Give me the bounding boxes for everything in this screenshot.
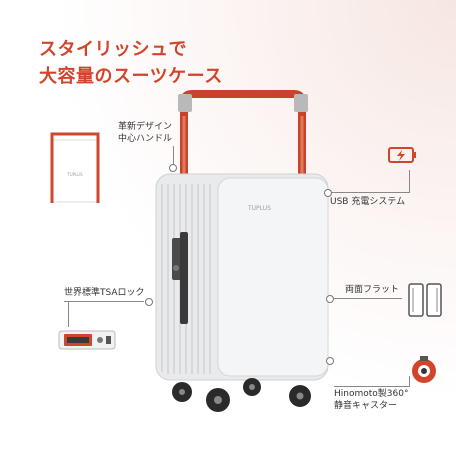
handle-feature-label: 革新デザイン 中心ハンドル <box>110 121 172 145</box>
handle-leader-dot <box>169 164 177 172</box>
battery-charging-icon <box>388 147 416 163</box>
flat-leader-line <box>334 298 402 299</box>
caster-leader-line <box>334 386 410 387</box>
usb-leader-vertical <box>409 170 410 192</box>
headline: スタイリッシュで 大容量のスーツケース <box>39 36 223 90</box>
headline-line-2: 大容量のスーツケース <box>39 66 223 87</box>
tsa-lock-icon <box>58 330 116 350</box>
caster-feature-label: Hinomoto製360° 静音キャスター <box>334 388 408 412</box>
usb-leader-line <box>330 192 410 193</box>
brand-logo: TUPLUS <box>247 205 271 212</box>
handle-feature-line-2: 中心ハンドル <box>117 134 172 144</box>
flat-leader-dot <box>326 295 334 303</box>
tsa-leader-vertical <box>68 301 69 327</box>
usb-feature-label: USB 充電システム <box>330 197 406 207</box>
caster-leader-vertical <box>409 376 410 386</box>
flat-feature-label: 両面フラット <box>345 285 400 295</box>
caster-wheel-icon <box>412 356 436 383</box>
handle-feature-line-1: 革新デザイン <box>117 122 172 132</box>
handle-diagram-icon: TUPLUS <box>50 132 100 203</box>
caster-feature-line-1: Hinomoto製360° <box>334 389 409 399</box>
tsa-leader-line <box>64 301 144 302</box>
svg-text:TUPLUS: TUPLUS <box>66 172 83 177</box>
headline-line-1: スタイリッシュで <box>39 39 187 60</box>
flat-sides-icon <box>408 283 442 317</box>
caster-feature-line-2: 静音キャスター <box>334 401 398 411</box>
handle-leader-vertical <box>173 146 174 166</box>
tsa-leader-dot <box>145 298 153 306</box>
suitcase-illustration: TUPLUS <box>155 90 329 412</box>
tsa-feature-label: 世界標準TSAロック <box>64 288 145 298</box>
caster-leader-dot <box>326 357 334 365</box>
usb-leader-dot <box>324 189 332 197</box>
